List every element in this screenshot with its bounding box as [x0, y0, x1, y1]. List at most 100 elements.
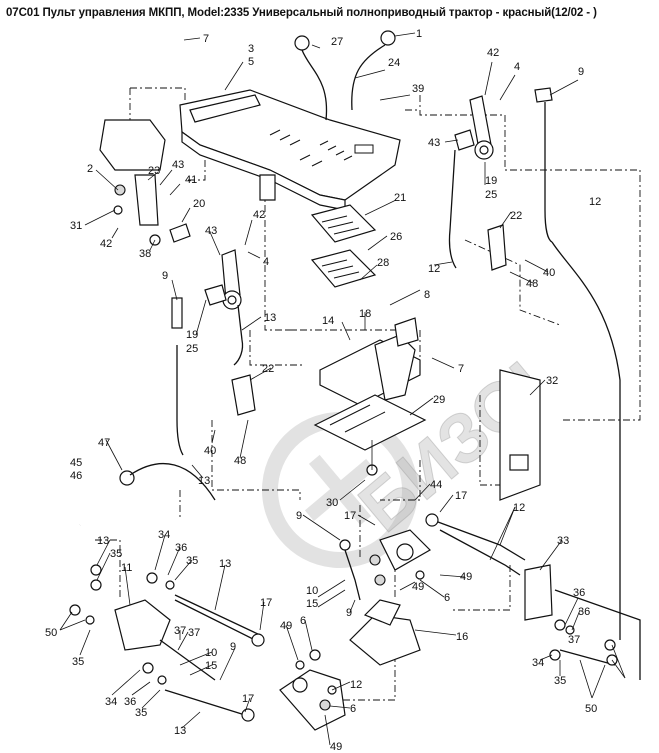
callout-label: 13	[219, 558, 231, 570]
callout-label: 3	[248, 43, 254, 55]
callout-label: 10	[306, 585, 318, 597]
callout-label: 25	[186, 343, 198, 355]
callout-label: 36	[175, 542, 187, 554]
left-hose	[78, 462, 216, 526]
callout-label: 34	[105, 696, 117, 708]
callout-label: 19	[186, 329, 198, 341]
callout-label: 6	[444, 592, 450, 604]
callout-label: 17	[260, 597, 272, 609]
diagram-title: 07C01 Пульт управления МКПП, Model:2335 …	[6, 7, 597, 19]
callout-label: 18	[359, 308, 371, 320]
console-plate	[179, 89, 401, 211]
callout-label: 4	[263, 256, 269, 268]
callout-label: 47	[98, 437, 110, 449]
callout-label: 34	[532, 657, 544, 669]
callout-label: 16	[456, 631, 468, 643]
callout-label: 50	[585, 703, 597, 715]
callout-label: 20	[193, 198, 205, 210]
callout-label: 22	[262, 363, 274, 375]
callout-labels: 7 1 27 3 5 24 42 4 9 39 43 2 23 43 41 31…	[45, 28, 601, 753]
callout-label: 13	[264, 312, 276, 324]
callout-label: 46	[70, 470, 82, 482]
callout-label: 42	[100, 238, 112, 250]
callout-label: 13	[174, 725, 186, 737]
callout-label: 11	[121, 562, 132, 574]
callout-label: 49	[460, 571, 472, 583]
callout-label: 15	[205, 660, 217, 672]
callout-label: 44	[430, 479, 442, 491]
callout-label: 9	[162, 270, 168, 282]
callout-label: 19	[485, 175, 497, 187]
callout-label: 37	[188, 627, 200, 639]
callout-label: 45	[70, 457, 82, 469]
callout-label: 35	[554, 675, 566, 687]
callout-label: 12	[428, 263, 440, 275]
right-lever-assembly	[448, 87, 621, 640]
callout-label: 39	[412, 83, 424, 95]
callout-label: 36	[124, 696, 136, 708]
shift-levers	[294, 30, 396, 121]
callout-label: 6	[350, 703, 356, 715]
callout-label: 9	[346, 607, 352, 619]
callout-label: 35	[135, 707, 147, 719]
callout-label: 13	[198, 475, 210, 487]
callout-label: 17	[344, 510, 356, 522]
callout-label: 50	[45, 627, 57, 639]
callout-label: 29	[433, 394, 445, 406]
callout-label: 43	[205, 225, 217, 237]
callout-label: 7	[458, 363, 464, 375]
callout-label: 49	[412, 581, 424, 593]
center-linkage	[339, 513, 526, 666]
callout-label: 42	[253, 209, 265, 221]
callout-label: 36	[573, 587, 585, 599]
callout-label: 43	[172, 159, 184, 171]
callout-label: 40	[543, 267, 555, 279]
bottom-center-bracket	[279, 649, 346, 746]
callout-label: 48	[526, 278, 538, 290]
center-bracket	[313, 317, 427, 476]
callout-label: 26	[390, 231, 402, 243]
callout-label: 1	[416, 28, 422, 40]
callout-label: 36	[578, 606, 590, 618]
callout-label: 41	[185, 174, 197, 186]
callout-label: 12	[350, 679, 362, 691]
callout-label: 23	[148, 165, 160, 177]
callout-label: 34	[158, 529, 170, 541]
callout-label: 12	[513, 502, 525, 514]
left-lever-assembly	[171, 249, 256, 456]
callout-label: 27	[331, 36, 343, 48]
bottom-left-bracket	[69, 564, 265, 722]
callout-label: 35	[72, 656, 84, 668]
callout-label: 4	[514, 61, 520, 73]
callout-label: 17	[455, 490, 467, 502]
callout-label: 35	[110, 548, 122, 560]
callout-label: 5	[248, 56, 254, 68]
callout-label: 25	[485, 189, 497, 201]
callout-label: 15	[306, 598, 318, 610]
callout-label: 9	[296, 510, 302, 522]
callout-label: 6	[300, 615, 306, 627]
callout-label: 9	[578, 66, 584, 78]
callout-label: 33	[557, 535, 569, 547]
callout-label: 21	[394, 192, 406, 204]
callout-label: 35	[186, 555, 198, 567]
callout-label: 38	[139, 248, 151, 260]
callout-label: 28	[377, 257, 389, 269]
callout-label: 32	[546, 375, 558, 387]
leader-lines	[59, 32, 626, 729]
callout-label: 9	[230, 641, 236, 653]
callout-label: 48	[234, 455, 246, 467]
callout-label: 14	[322, 315, 334, 327]
callout-label: 22	[510, 210, 522, 222]
callout-label: 30	[326, 497, 338, 509]
callout-label: 7	[203, 33, 209, 45]
callout-label: 37	[174, 625, 186, 637]
right-bottom-bracket	[524, 564, 641, 680]
callout-label: 49	[280, 620, 292, 632]
callout-label: 40	[204, 445, 216, 457]
callout-label: 2	[87, 163, 93, 175]
callout-label: 43	[428, 137, 440, 149]
side-plate	[499, 369, 541, 501]
left-upper-assembly	[99, 119, 191, 246]
